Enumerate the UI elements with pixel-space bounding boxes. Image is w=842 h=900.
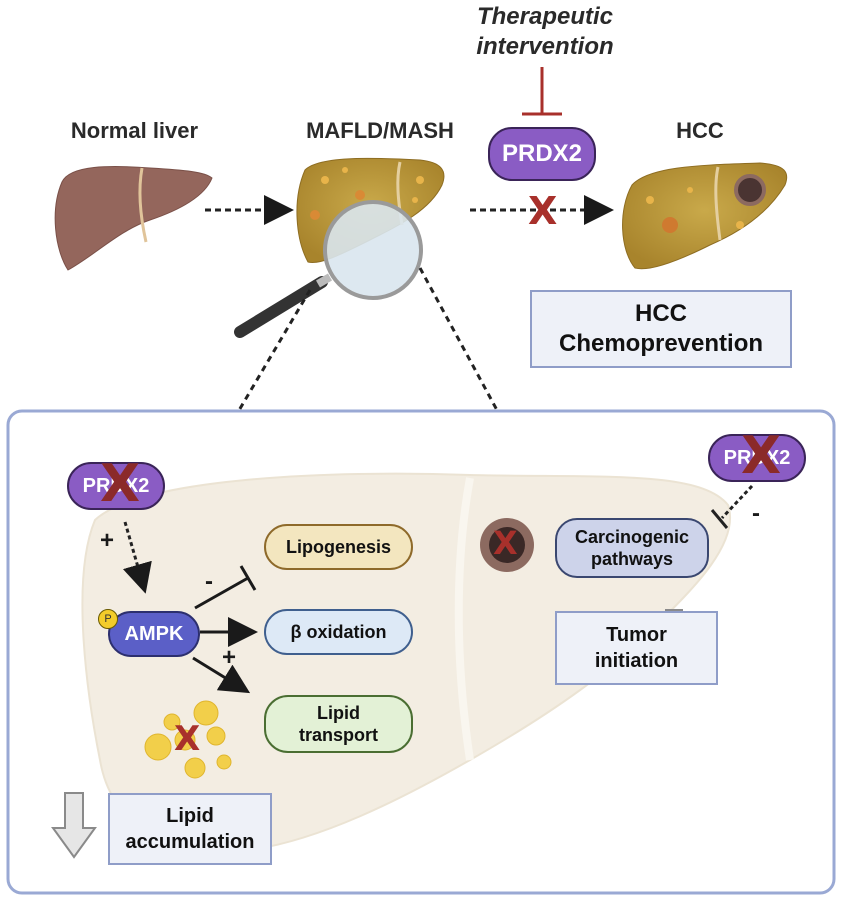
lipid-droplets-x-icon: X (174, 719, 201, 759)
lipid-accumulation-box: Lipid accumulation (108, 793, 272, 865)
stage-label-mafld-mash: MAFLD/MASH (306, 118, 454, 143)
ampk-to-lipid-transport-arrow (192, 656, 251, 694)
zoom-line-left (236, 289, 312, 413)
blocked-progression-x-icon: X (528, 189, 558, 233)
carcinogenic-pathways-pill: Carcinogenic pathways (555, 518, 709, 578)
ampk-inhibits-lipogenesis (194, 576, 249, 610)
tumor-x-icon: X (493, 524, 518, 562)
zoom-line-right (418, 267, 500, 413)
prdx2-right-knockout-x-icon: X (741, 426, 782, 486)
hcc-chemoprevention-box: HCC Chemoprevention (530, 290, 792, 368)
hcc-liver-illustration (622, 162, 788, 270)
lipid-droplets-illustration (144, 700, 232, 779)
lipid-decrease-arrow-icon (51, 792, 97, 859)
stage-label-hcc: HCC (676, 118, 724, 143)
prdx2-top-pill: PRDX2 (488, 127, 596, 181)
normal-liver-illustration (54, 165, 213, 271)
therapeutic-intervention-label: Therapeutic intervention (476, 3, 614, 60)
tumor-initiation-box: Tumor initiation (555, 611, 718, 685)
prdx2-right-pill: PRDX2 (708, 434, 806, 482)
prdx2-inhibits-carcinogenic (720, 484, 754, 520)
phospho-badge: P (98, 609, 118, 629)
lipogenesis-pill: Lipogenesis (264, 524, 413, 570)
plus-sign-transport: + (222, 644, 237, 671)
prdx2-left-knockout-x-icon: X (100, 454, 141, 514)
ampk-pill: AMPK (108, 611, 200, 657)
minus-sign-carcinogenic: - (752, 500, 760, 527)
prdx2-left-pill: PRDX2 (67, 462, 165, 510)
minus-sign-lipogenesis: - (205, 568, 213, 595)
prdx2-to-ampk-arrow (122, 521, 152, 594)
tumor-illustration (480, 518, 534, 572)
stage-label-normal-liver: Normal liver (70, 118, 199, 143)
plus-sign-prdx-ampk: + (100, 527, 115, 554)
beta-oxidation-pill: β oxidation (264, 609, 413, 655)
lipid-transport-pill: Lipid transport (264, 695, 413, 753)
